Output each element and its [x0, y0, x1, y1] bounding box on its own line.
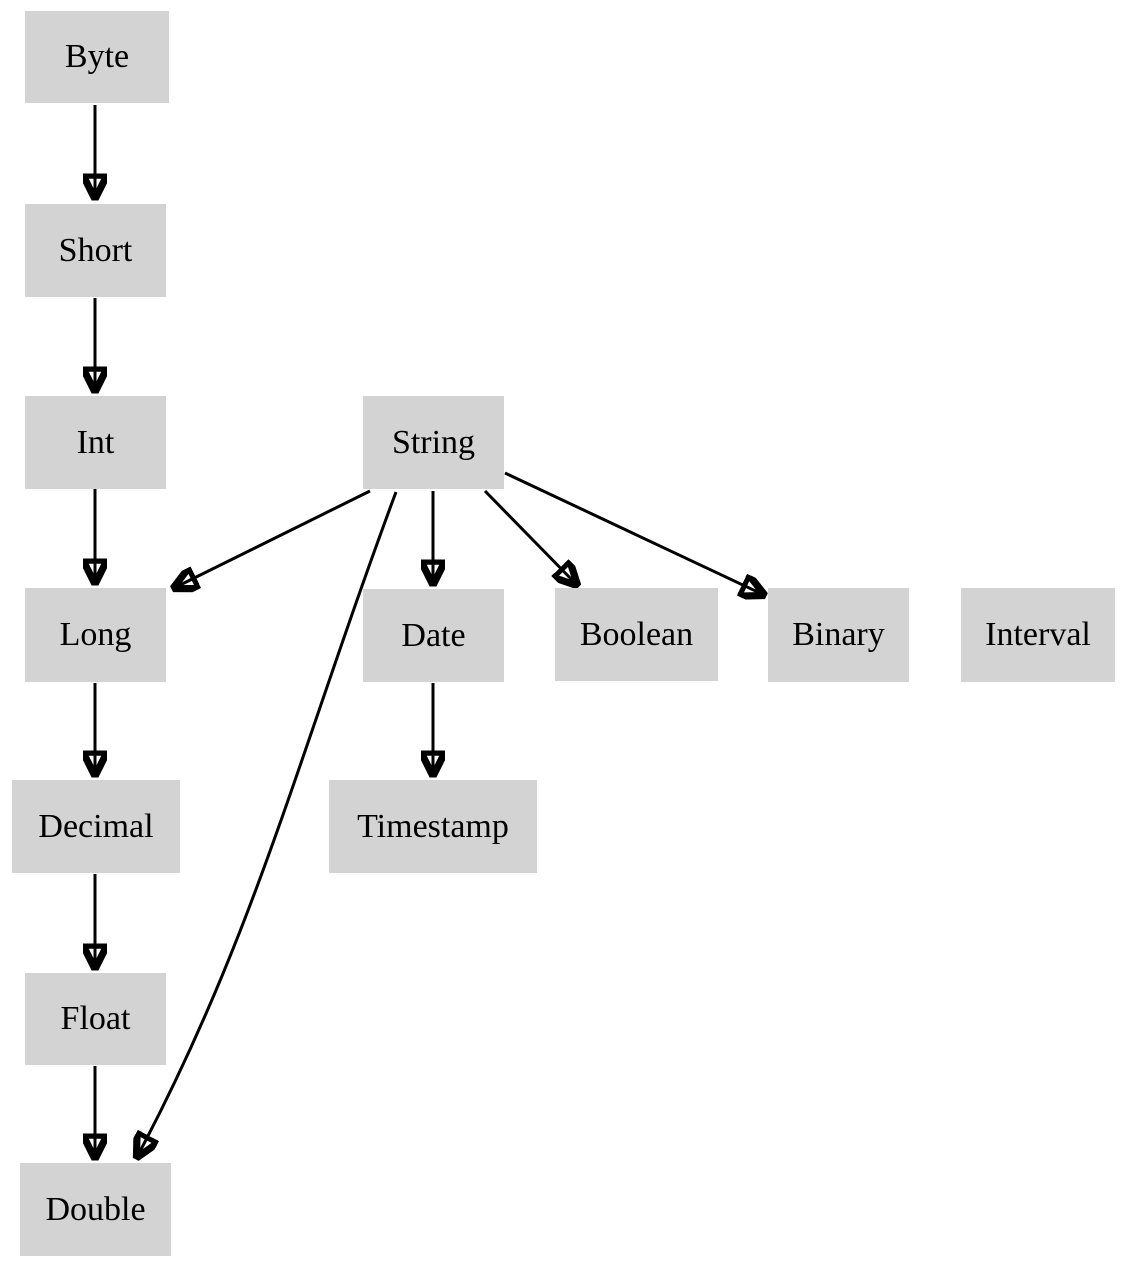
node-int-label: Int: [76, 423, 115, 461]
node-interval-label: Interval: [985, 616, 1091, 653]
node-binary-label: Binary: [792, 616, 885, 653]
node-timestamp: Timestamp: [329, 780, 537, 873]
node-date-label: Date: [401, 616, 466, 654]
node-float: Float: [25, 973, 166, 1065]
node-byte-label: Byte: [64, 38, 130, 75]
node-long-label: Long: [59, 616, 132, 653]
node-byte: Byte: [25, 11, 169, 103]
node-string-label: String: [391, 423, 476, 461]
node-boolean-label: Boolean: [579, 615, 694, 653]
edge-string-boolean: [483, 489, 577, 585]
node-short-label: Short: [58, 231, 133, 269]
node-interval: Interval: [961, 588, 1115, 682]
edge-string-binary: [504, 471, 764, 595]
node-long: Long: [25, 588, 166, 682]
node-short: Short: [25, 204, 166, 297]
edge-string-double: [137, 491, 398, 1157]
node-double-label: Double: [45, 1190, 146, 1228]
edge-string-long: [174, 489, 371, 588]
node-string: String: [363, 396, 504, 489]
node-date: Date: [363, 589, 504, 682]
node-double: Double: [20, 1163, 171, 1256]
node-decimal: Decimal: [12, 780, 180, 873]
node-boolean: Boolean: [555, 588, 718, 681]
node-int: Int: [25, 396, 166, 489]
node-float-label: Float: [60, 1000, 131, 1037]
node-decimal-label: Decimal: [38, 807, 154, 845]
node-binary: Binary: [768, 588, 909, 682]
node-timestamp-label: Timestamp: [357, 807, 509, 845]
